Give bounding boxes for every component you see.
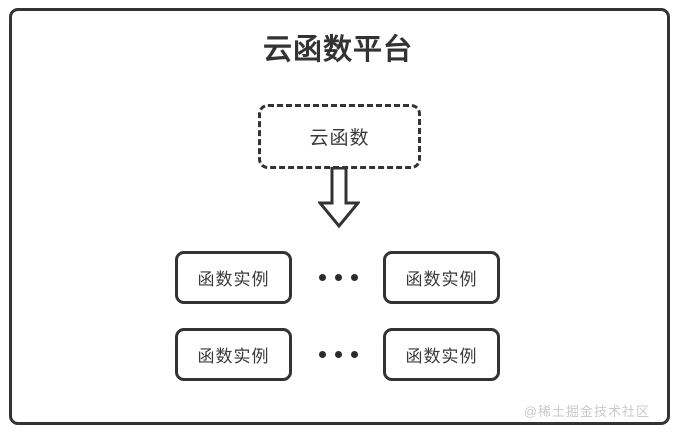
function-instance-label: 函数实例 (197, 270, 270, 289)
page-title: 云函数平台 (262, 34, 413, 66)
ellipsis-dot (318, 351, 326, 358)
cloud-function-node: 云函数 (258, 104, 421, 169)
ellipsis-dot (350, 274, 358, 281)
function-instance-label: 函数实例 (405, 347, 478, 366)
instance-row: 函数实例 函数实例 (0, 251, 676, 304)
function-instance-box: 函数实例 (175, 328, 292, 381)
ellipsis-dot (318, 274, 326, 281)
ellipsis-dot (334, 351, 342, 358)
cloud-function-node-label: 云函数 (309, 128, 370, 149)
function-instance-box: 函数实例 (383, 328, 500, 381)
arrow-down-icon (316, 166, 362, 229)
ellipsis-icon (300, 251, 376, 304)
function-instance-label: 函数实例 (197, 347, 270, 366)
function-instance-label: 函数实例 (405, 270, 478, 289)
ellipsis-icon (300, 328, 376, 381)
ellipsis-dot (350, 351, 358, 358)
function-instance-box: 函数实例 (175, 251, 292, 304)
instance-row: 函数实例 函数实例 (0, 328, 676, 381)
watermark: @稀土掘金技术社区 (523, 404, 650, 419)
function-instance-box: 函数实例 (383, 251, 500, 304)
ellipsis-dot (334, 274, 342, 281)
